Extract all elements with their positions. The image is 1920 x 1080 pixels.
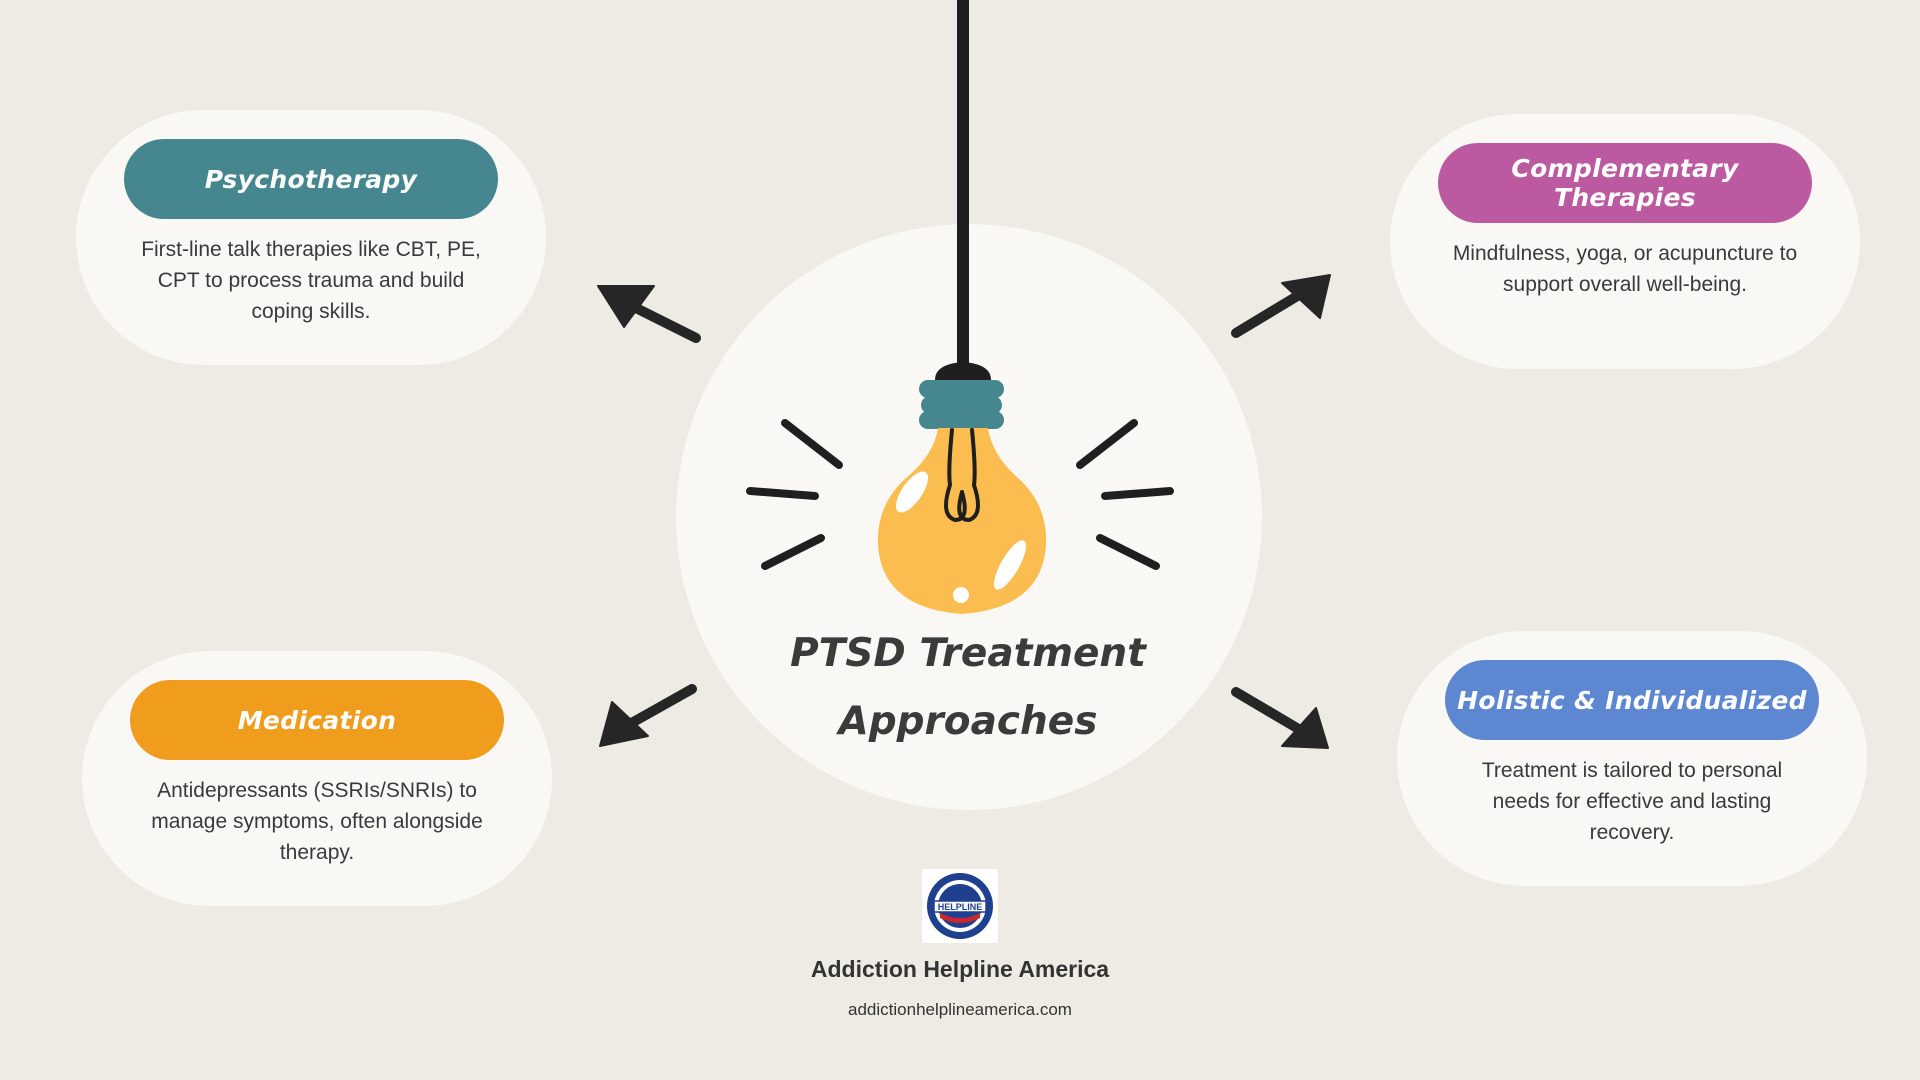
- description-line: needs for effective and lasting: [1492, 790, 1772, 813]
- medication-card: Medication Antidepressants (SSRIs/SNRIs)…: [82, 651, 552, 906]
- description-line: manage symptoms, often alongside: [151, 810, 483, 833]
- description-line: therapy.: [279, 841, 355, 864]
- title-line-2: Approaches: [838, 699, 1098, 744]
- description-line: CPT to process trauma and build: [157, 269, 465, 292]
- description-line: recovery.: [1589, 821, 1675, 844]
- title-line-1: PTSD Treatment: [790, 631, 1146, 676]
- description-line: Mindfulness, yoga, or acupuncture to: [1452, 242, 1798, 265]
- description-line: support overall well-being.: [1503, 273, 1747, 296]
- bulb-glass: [877, 428, 1047, 614]
- medication-description: Antidepressants (SSRIs/SNRIs) to manage …: [132, 775, 502, 868]
- complementary-therapies-description: Mindfulness, yoga, or acupuncture to sup…: [1440, 238, 1810, 300]
- arrow-to-medication: [599, 684, 697, 747]
- arrow-to-holistic: [1231, 687, 1329, 749]
- complementary-therapies-card: Complementary Therapies Mindfulness, yog…: [1390, 114, 1860, 369]
- psychotherapy-description: First-line talk therapies like CBT, PE, …: [126, 234, 496, 327]
- organization-url[interactable]: addictionhelplineamerica.com: [848, 1000, 1072, 1019]
- description-line: Antidepressants (SSRIs/SNRIs) to: [157, 779, 477, 802]
- holistic-individualized-description: Treatment is tailored to personal needs …: [1447, 755, 1817, 848]
- complementary-therapies-label: Complementary Therapies: [1438, 143, 1812, 223]
- psychotherapy-card: Psychotherapy First-line talk therapies …: [76, 110, 546, 365]
- logo-text: HELPLINE: [938, 902, 983, 912]
- helpline-badge-logo: HELPLINE: [922, 869, 998, 943]
- organization-name: Addiction Helpline America: [810, 956, 1110, 982]
- holistic-individualized-card: Holistic & Individualized Treatment is t…: [1397, 631, 1867, 886]
- diagram-title: PTSD Treatment Approaches: [756, 620, 1180, 756]
- holistic-individualized-label: Holistic & Individualized: [1445, 660, 1819, 740]
- medication-label: Medication: [130, 680, 504, 760]
- arrow-to-complementary: [1231, 274, 1331, 338]
- description-line: Treatment is tailored to personal: [1481, 759, 1783, 782]
- psychotherapy-label: Psychotherapy: [124, 139, 498, 219]
- bulb-socket: [919, 380, 1004, 429]
- description-line: coping skills.: [251, 300, 371, 323]
- arrow-to-psychotherapy: [597, 285, 701, 343]
- description-line: First-line talk therapies like CBT, PE,: [141, 238, 481, 261]
